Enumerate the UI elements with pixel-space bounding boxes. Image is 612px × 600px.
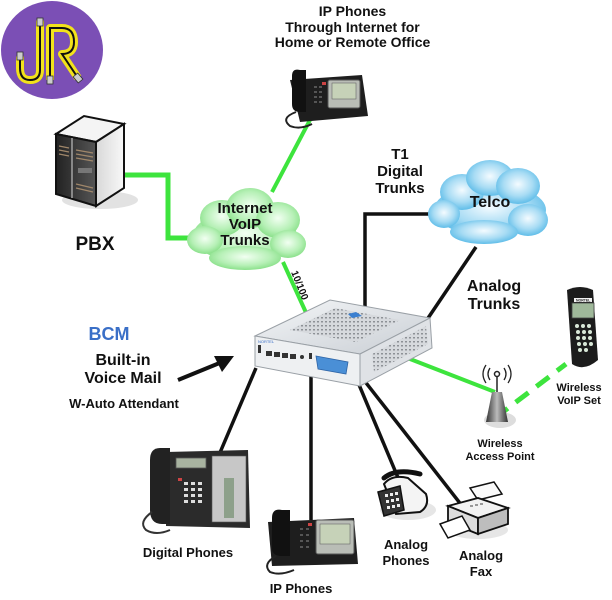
wireless-access-point-label: Wireless Access Point [465, 438, 535, 464]
internet-voip-cloud-icon [187, 188, 306, 270]
black-links [214, 212, 478, 520]
pbx-label: PBX [75, 234, 115, 255]
bcm-features-label: Built-in Voice Mail [84, 352, 162, 387]
link-telco-t1 [363, 212, 433, 308]
ip-phones-label: IP Phones [269, 581, 333, 596]
analog-phones-label: Analog Phones [382, 537, 430, 568]
analog-fax-label: Analog Fax [458, 548, 504, 579]
link-telco-analog-trunks [418, 246, 478, 331]
bcm-pointer-arrow [177, 356, 234, 382]
link-remote-phone-internet [270, 117, 313, 193]
wireless-set-brand-label: NORTEL [576, 299, 591, 303]
link-bcm-digital-phones [214, 367, 258, 463]
telco-label: Telco [469, 194, 511, 211]
bcm-title: BCM [88, 324, 130, 344]
link-pbx-internet [125, 172, 200, 241]
pbx-server-icon [53, 114, 138, 209]
wireless-access-point-icon [482, 364, 516, 428]
ip-phone-icon [266, 509, 358, 575]
link-bcm-analog-fax [354, 368, 472, 518]
analog-fax-icon [438, 481, 511, 539]
analog-phone-icon [377, 469, 436, 520]
wireless-voip-set-icon: NORTEL [567, 287, 598, 368]
jr-logo [1, 1, 103, 99]
bcm-brand-label: NORTEL [258, 339, 275, 344]
internet-voip-trunks-label: Internet VoIP Trunks [217, 200, 273, 249]
wireless-voip-set-label: Wireless VoIP Set [556, 382, 602, 408]
bcm-auto-attendant-label: W-Auto Attendant [69, 396, 179, 411]
digital-phone-icon [142, 448, 250, 534]
bcm-unit-icon: NORTEL [253, 299, 433, 387]
t1-digital-trunks-label: T1 Digital Trunks [375, 146, 425, 198]
remote-ip-phone-icon [285, 69, 368, 129]
digital-phones-label: Digital Phones [142, 545, 234, 560]
link-access-point-wireless-set [493, 362, 568, 420]
analog-trunks-label: Analog Trunks [466, 278, 522, 314]
remote-ip-phones-label: IP Phones Through Internet for Home or R… [274, 3, 431, 51]
telco-cloud-icon [428, 160, 548, 244]
